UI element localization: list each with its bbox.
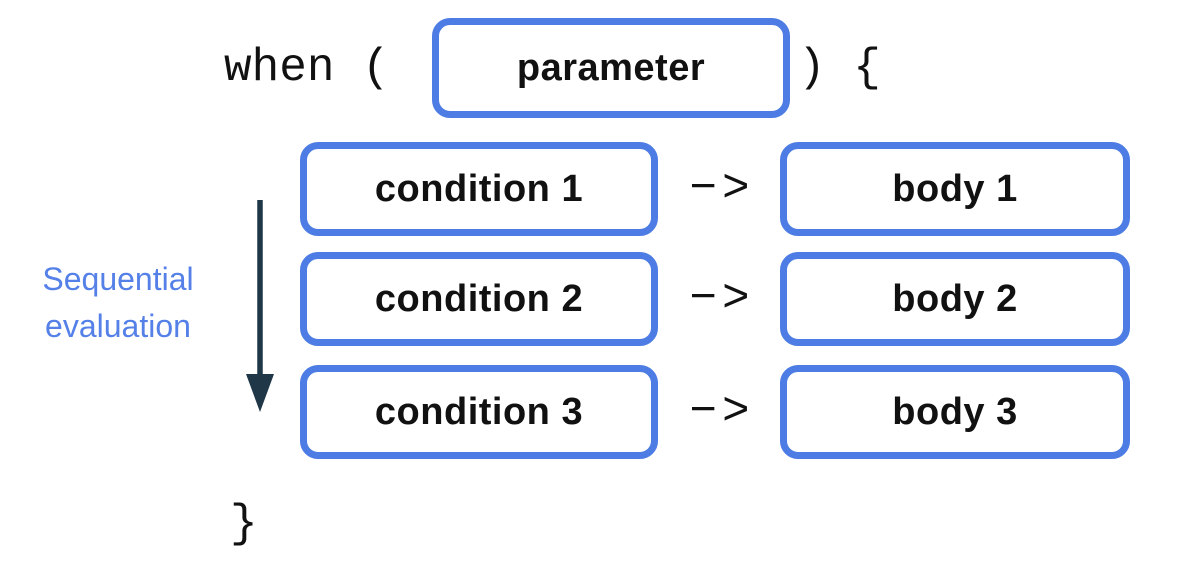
body-2-box: body 2 bbox=[780, 252, 1130, 346]
code-when-open: when ( bbox=[224, 42, 390, 94]
branch-row-3: condition 3 −> body 3 bbox=[300, 365, 1130, 459]
branch-row-2: condition 2 −> body 2 bbox=[300, 252, 1130, 346]
branch-arrow-3: −> bbox=[689, 386, 755, 438]
sequential-evaluation-label: Sequential evaluation bbox=[4, 256, 232, 350]
sequential-evaluation-line1: Sequential bbox=[42, 261, 194, 297]
parameter-label: parameter bbox=[516, 46, 706, 89]
condition-3-box: condition 3 bbox=[300, 365, 658, 459]
body-1-box: body 1 bbox=[780, 142, 1130, 236]
body-2-label: body 2 bbox=[892, 277, 1018, 320]
code-close-paren-open-brace: ) { bbox=[798, 42, 881, 94]
condition-2-label: condition 2 bbox=[374, 277, 584, 320]
branch-row-1: condition 1 −> body 1 bbox=[300, 142, 1130, 236]
body-3-box: body 3 bbox=[780, 365, 1130, 459]
body-1-label: body 1 bbox=[892, 167, 1018, 210]
condition-1-box: condition 1 bbox=[300, 142, 658, 236]
sequential-evaluation-arrow-icon bbox=[246, 200, 274, 412]
condition-3-label: condition 3 bbox=[374, 390, 584, 433]
parameter-box: parameter bbox=[432, 18, 790, 118]
condition-2-box: condition 2 bbox=[300, 252, 658, 346]
branch-arrow-2: −> bbox=[689, 273, 755, 325]
sequential-evaluation-line2: evaluation bbox=[45, 308, 191, 344]
body-3-label: body 3 bbox=[892, 390, 1018, 433]
branch-arrow-1: −> bbox=[689, 163, 755, 215]
code-closing-brace: } bbox=[230, 498, 258, 550]
condition-1-label: condition 1 bbox=[374, 167, 584, 210]
